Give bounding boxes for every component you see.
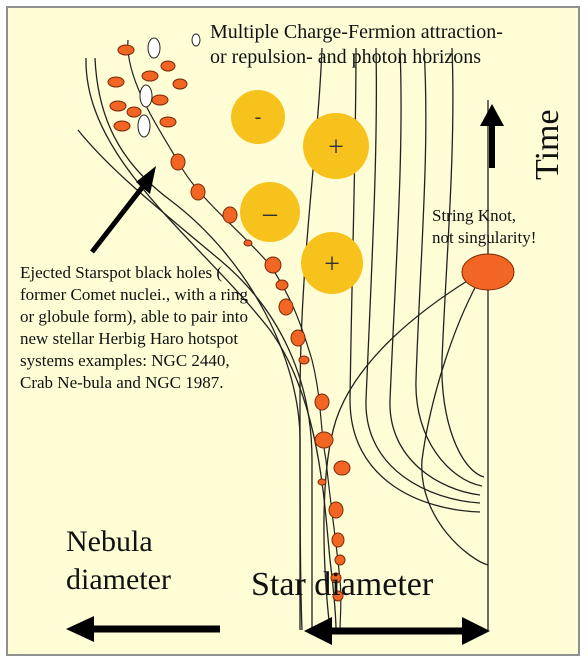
starspot [265, 257, 281, 273]
nebula-arrow-head [66, 616, 94, 642]
time-arrow [480, 104, 504, 168]
starspot [332, 533, 344, 547]
ring-globule [138, 115, 150, 137]
starspot [276, 280, 288, 290]
starspot [291, 330, 305, 346]
starspot [334, 461, 350, 475]
ring-globule [148, 38, 160, 58]
starspot [108, 77, 124, 87]
starspot [223, 207, 237, 223]
star-diameter-arrow [304, 617, 490, 645]
starspot [329, 502, 343, 518]
time-arrow-head [480, 104, 504, 126]
starspot [299, 356, 309, 364]
ejected-arrow-shaft [92, 180, 148, 252]
charge-sign: – [262, 198, 278, 229]
star-arrow-right-head [462, 617, 490, 645]
knot-string [422, 282, 488, 565]
horizon-line [350, 48, 480, 512]
charge-sign: + [328, 132, 344, 163]
starspot [142, 71, 158, 81]
time-label: Time [529, 109, 566, 180]
starspot [279, 299, 293, 315]
starspot [244, 240, 252, 246]
starspot [161, 61, 175, 71]
ring-globule [192, 34, 200, 46]
starspot [173, 79, 187, 89]
ejected-starspot-label: Ejected Starspot black holes ( former Co… [20, 262, 260, 394]
star-diameter-label: Star diameter [251, 565, 433, 605]
starspot [315, 432, 333, 448]
starspot [171, 154, 185, 170]
ring-globule [140, 85, 152, 107]
nebula-diameter-label: Nebula diameter [66, 523, 171, 599]
starspot [318, 479, 326, 485]
diagram-title: Multiple Charge-Fermion attraction- or r… [210, 20, 570, 70]
starspot [114, 121, 130, 131]
charge-sign: + [324, 249, 340, 280]
starspot [152, 95, 168, 105]
starspot [127, 107, 141, 117]
starspot [160, 117, 176, 127]
star-arrow-left-head [304, 617, 332, 645]
nebula-diameter-arrow [66, 616, 220, 642]
charge-sign: - [255, 106, 262, 128]
string-knot [462, 254, 514, 290]
starspot [118, 45, 134, 55]
starspot [315, 394, 329, 410]
starspot [335, 555, 345, 565]
starspot [110, 101, 126, 111]
starspot [191, 184, 205, 200]
knot-label: String Knot, not singularity! [432, 205, 582, 249]
